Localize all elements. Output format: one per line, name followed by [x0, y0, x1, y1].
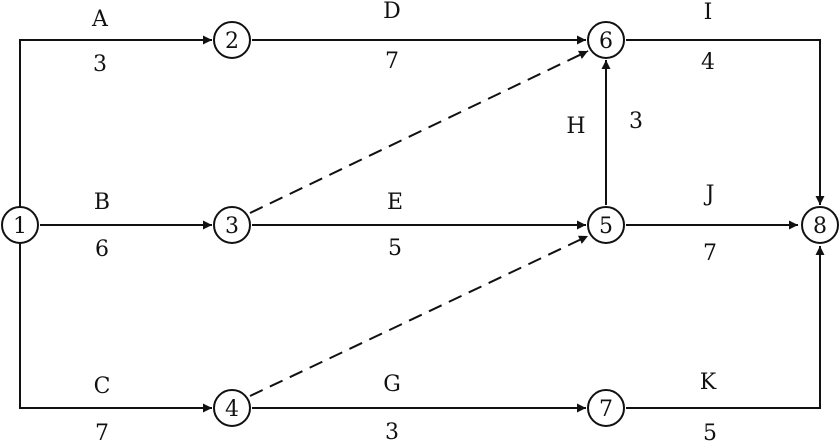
dummy-edge-4-5 [249, 235, 589, 397]
activity-G-name: G [383, 372, 401, 397]
activity-I-duration: 4 [701, 50, 715, 75]
activity-I-name: I [704, 0, 713, 25]
node-3: 3 [213, 206, 251, 244]
activity-C-name: C [94, 374, 111, 399]
activity-C-duration: 7 [95, 421, 109, 443]
activity-B-duration: 6 [95, 237, 109, 262]
activity-H-name: H [566, 114, 585, 139]
node-6: 6 [587, 21, 625, 59]
node-6-label: 6 [599, 29, 613, 54]
activity-J-duration: 7 [703, 241, 717, 266]
edge-A [19, 35, 212, 207]
edge-C [19, 243, 212, 413]
node-4-label: 4 [225, 397, 239, 422]
node-4: 4 [213, 389, 251, 427]
activity-A-name: A [91, 7, 109, 32]
activity-D-duration: 7 [385, 49, 399, 74]
activity-B-name: B [94, 190, 110, 215]
edge-K [626, 246, 825, 409]
activity-J-name: J [704, 182, 715, 207]
node-5: 5 [587, 206, 625, 244]
dummy-edge-3-6 [249, 50, 589, 214]
node-8: 8 [801, 206, 839, 244]
activity-K-name: K [700, 370, 717, 395]
node-2: 2 [213, 21, 251, 59]
node-7: 7 [587, 389, 625, 427]
node-7-label: 7 [599, 397, 613, 422]
activity-E-duration: 5 [388, 236, 402, 261]
node-3-label: 3 [225, 214, 239, 239]
node-8-label: 8 [813, 214, 827, 239]
node-5-label: 5 [599, 214, 613, 239]
edge-I [626, 39, 825, 205]
activity-G-duration: 3 [385, 420, 399, 443]
activity-A-duration: 3 [93, 52, 107, 77]
activity-K-duration: 5 [703, 421, 717, 443]
activity-E-name: E [387, 190, 403, 215]
activity-D-name: D [383, 0, 401, 24]
activity-H-duration: 3 [629, 109, 643, 134]
node-1: 1 [1, 206, 39, 244]
node-1-label: 1 [13, 214, 27, 239]
node-2-label: 2 [225, 29, 239, 54]
